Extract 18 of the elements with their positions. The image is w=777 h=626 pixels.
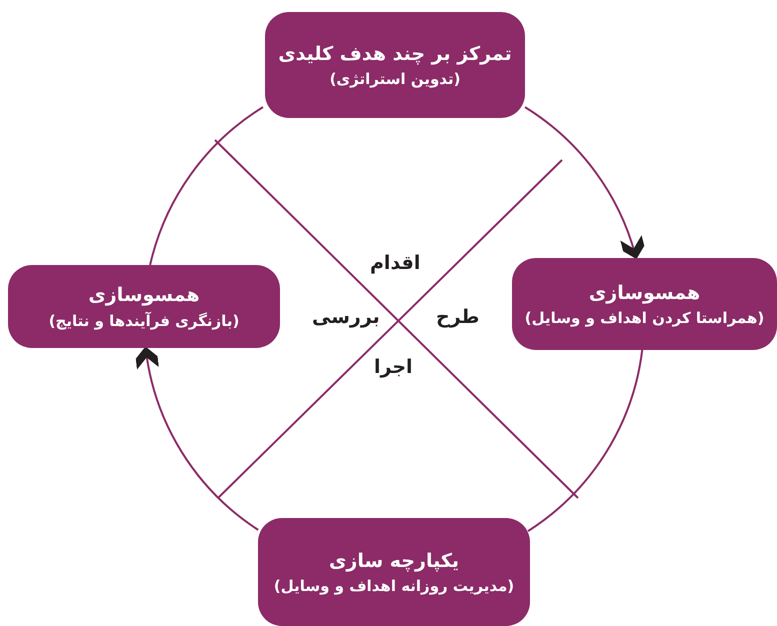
box-subtitle: (بازنگری فرآیندها و نتایج) xyxy=(48,310,240,332)
box-title: تمرکز بر چند هدف کلیدی xyxy=(278,42,512,67)
process-box xyxy=(265,12,525,118)
quadrant-label: اقدام xyxy=(370,252,420,274)
quadrant-label: طرح xyxy=(436,306,480,328)
box-title: همسوسازی xyxy=(88,283,200,308)
box-subtitle: (همراستا کردن اهداف و وسایل) xyxy=(524,308,764,329)
box-subtitle: (مدیریت روزانه اهداف و وسایل) xyxy=(274,576,514,597)
process-box xyxy=(8,265,280,348)
quadrant-label: اجرا xyxy=(374,356,413,378)
box-title: همسوسازی xyxy=(588,280,700,306)
ring-arc xyxy=(527,350,644,532)
quadrant-label: بررسی xyxy=(312,306,380,328)
ring-arc xyxy=(149,106,264,266)
box-subtitle: (تدوین استراتژی) xyxy=(330,69,460,90)
box-title: یکپارچه سازی xyxy=(329,548,460,574)
process-box xyxy=(512,258,777,350)
process-box xyxy=(258,518,530,626)
